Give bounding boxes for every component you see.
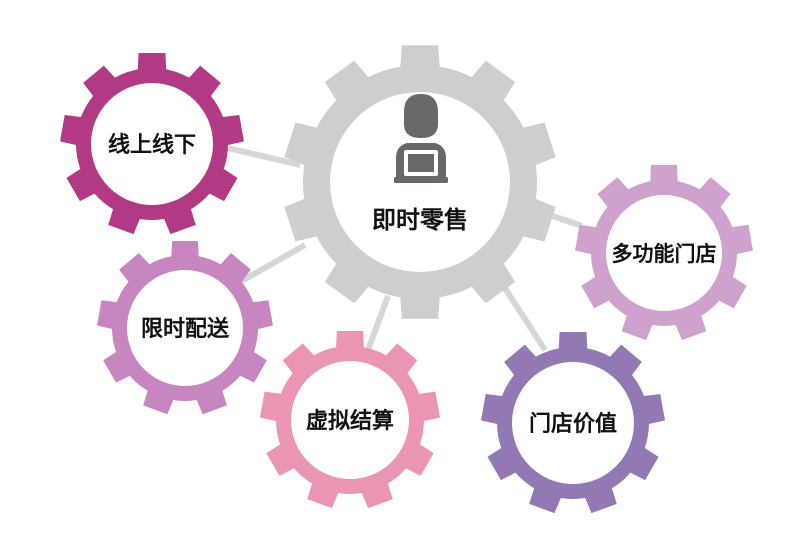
gear-shape <box>60 52 244 235</box>
gear-label: 多功能门店 <box>612 242 717 266</box>
gear-shape <box>481 331 665 514</box>
gear-shape <box>97 240 273 415</box>
satellite-gear-online-offline: 线上线下 <box>60 52 244 235</box>
gear-label: 线上线下 <box>108 132 196 158</box>
gear-shape <box>575 164 753 341</box>
gear-shape <box>260 330 440 509</box>
satellite-gear-virtual-settlement: 虚拟结算 <box>260 330 440 509</box>
satellite-gear-store-value: 门店价值 <box>481 331 665 514</box>
satellite-gear-limited-time-delivery: 限时配送 <box>97 240 273 415</box>
person-laptop-icon <box>394 94 448 183</box>
connector-online-offline <box>227 145 301 168</box>
connector-limited-time-delivery <box>238 242 307 285</box>
gear-label: 门店价值 <box>529 411 617 437</box>
gear-label: 虚拟结算 <box>306 408 394 434</box>
center-gear-shape <box>284 45 556 319</box>
center-label: 即时零售 <box>372 206 468 234</box>
center-gear: 即时零售 <box>284 45 556 319</box>
satellite-gear-multi-function-store: 多功能门店 <box>575 164 753 341</box>
connector-virtual-settlement <box>365 294 391 352</box>
gear-label: 限时配送 <box>141 316 229 342</box>
